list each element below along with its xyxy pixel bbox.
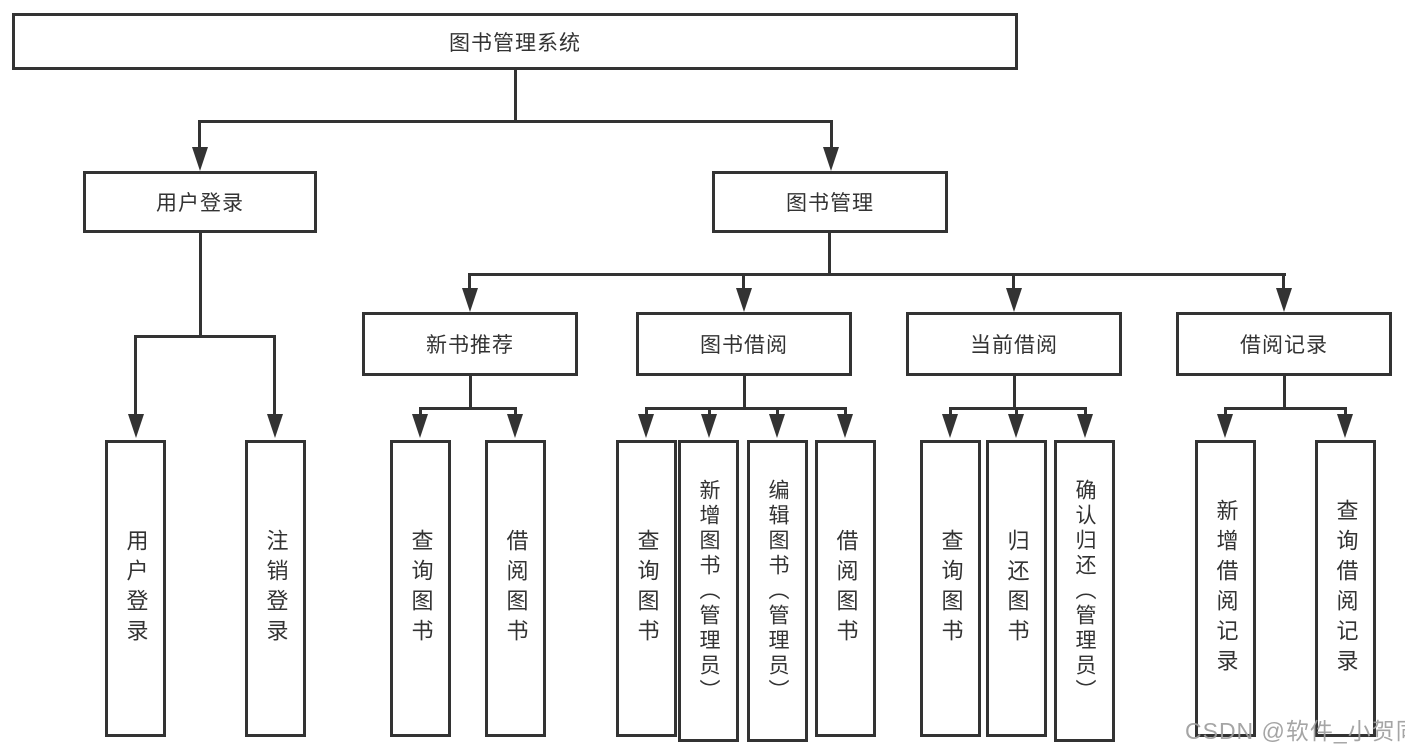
- arrow-down-icon: [1077, 414, 1093, 438]
- node-borrow-books-recommend-label: 借阅图书: [503, 528, 529, 649]
- connector-current-vertical: [1013, 376, 1016, 407]
- node-library-system-label: 图书管理系统: [449, 31, 581, 55]
- node-user-login-action-label: 用户登录: [123, 528, 149, 649]
- node-book-borrow-label: 图书借阅: [700, 334, 788, 357]
- node-new-book-recommend-label: 新书推荐: [426, 334, 514, 357]
- arrow-down-icon: [192, 147, 208, 171]
- node-user-login-action: 用户登录: [105, 440, 166, 737]
- arrow-down-icon: [1217, 414, 1233, 438]
- connector-userlogin-stub-left: [134, 335, 137, 415]
- node-query-borrow-record-label: 查询借阅记录: [1333, 498, 1359, 679]
- node-borrow-records-label: 借阅记录: [1240, 334, 1328, 357]
- connector-borrow-stub-3: [776, 407, 779, 417]
- connector-bookmgmt-horizontal: [469, 273, 1286, 276]
- node-book-management-label: 图书管理: [786, 192, 874, 215]
- node-user-login-label: 用户登录: [156, 192, 244, 215]
- node-new-book-recommend: 新书推荐: [362, 312, 578, 376]
- arrow-down-icon: [507, 414, 523, 438]
- connector-recommend-horizontal: [419, 407, 517, 410]
- node-query-books-borrow-label: 查询图书: [634, 528, 660, 649]
- arrow-down-icon: [412, 414, 428, 438]
- node-add-book-admin-label: 新增图书（管理员）: [697, 478, 720, 704]
- node-borrow-books-borrow-label: 借阅图书: [833, 528, 859, 649]
- node-edit-book-admin: 编辑图书（管理员）: [747, 440, 808, 742]
- connector-records-stub-2: [1344, 407, 1347, 417]
- connector-records-stub-1: [1224, 407, 1227, 417]
- watermark-text: CSDN @软件_小贺同学: [1185, 718, 1405, 744]
- connector-root-stub-right: [830, 120, 833, 148]
- node-current-borrow: 当前借阅: [906, 312, 1122, 376]
- node-query-books-current: 查询图书: [920, 440, 981, 737]
- node-add-borrow-record: 新增借阅记录: [1195, 440, 1256, 737]
- node-edit-book-admin-label: 编辑图书（管理员）: [766, 478, 789, 704]
- connector-borrow-stub-4: [844, 407, 847, 417]
- arrow-down-icon: [823, 147, 839, 171]
- connector-records-vertical: [1283, 376, 1286, 407]
- connector-recommend-stub-1: [419, 407, 422, 417]
- arrow-down-icon: [267, 414, 283, 438]
- node-borrow-books-borrow: 借阅图书: [815, 440, 876, 737]
- node-query-books-current-label: 查询图书: [938, 528, 964, 649]
- connector-bookmgmt-stub-3: [1012, 273, 1015, 289]
- connector-current-stub-3: [1084, 407, 1087, 417]
- node-query-borrow-record: 查询借阅记录: [1315, 440, 1376, 737]
- connector-current-stub-2: [1015, 407, 1018, 417]
- arrow-down-icon: [462, 288, 478, 312]
- connector-userlogin-horizontal: [134, 335, 276, 338]
- connector-current-stub-1: [949, 407, 952, 417]
- connector-borrow-vertical: [743, 376, 746, 407]
- arrow-down-icon: [1337, 414, 1353, 438]
- node-return-books: 归还图书: [986, 440, 1047, 737]
- arrow-down-icon: [128, 414, 144, 438]
- arrow-down-icon: [1276, 288, 1292, 312]
- arrow-down-icon: [701, 414, 717, 438]
- arrow-down-icon: [736, 288, 752, 312]
- connector-current-horizontal: [949, 407, 1087, 410]
- node-query-books-recommend-label: 查询图书: [408, 528, 434, 649]
- connector-bookmgmt-stub-1: [468, 273, 471, 289]
- connector-root-stub-left: [198, 120, 201, 148]
- node-logout-action-label: 注销登录: [263, 528, 289, 649]
- connector-borrow-horizontal: [645, 407, 847, 410]
- node-borrow-records: 借阅记录: [1176, 312, 1392, 376]
- arrow-down-icon: [769, 414, 785, 438]
- node-current-borrow-label: 当前借阅: [970, 334, 1058, 357]
- arrow-down-icon: [638, 414, 654, 438]
- connector-records-horizontal: [1224, 407, 1347, 410]
- connector-bookmgmt-stub-2: [742, 273, 745, 289]
- node-library-system: 图书管理系统: [12, 13, 1018, 70]
- node-query-books-recommend: 查询图书: [390, 440, 451, 737]
- connector-userlogin-vertical: [199, 233, 202, 335]
- connector-root-horizontal: [199, 120, 833, 123]
- node-query-books-borrow: 查询图书: [616, 440, 677, 737]
- node-add-borrow-record-label: 新增借阅记录: [1213, 498, 1239, 679]
- node-confirm-return-admin-label: 确认归还（管理员）: [1073, 478, 1096, 704]
- node-user-login: 用户登录: [83, 171, 317, 233]
- connector-bookmgmt-vertical: [828, 233, 831, 273]
- connector-borrow-stub-2: [708, 407, 711, 417]
- arrow-down-icon: [1008, 414, 1024, 438]
- connector-recommend-vertical: [469, 376, 472, 407]
- node-borrow-books-recommend: 借阅图书: [485, 440, 546, 737]
- node-add-book-admin: 新增图书（管理员）: [678, 440, 739, 742]
- node-confirm-return-admin: 确认归还（管理员）: [1054, 440, 1115, 742]
- arrow-down-icon: [1006, 288, 1022, 312]
- connector-userlogin-stub-right: [273, 335, 276, 415]
- connector-bookmgmt-stub-4: [1282, 273, 1285, 289]
- arrow-down-icon: [942, 414, 958, 438]
- node-book-management: 图书管理: [712, 171, 948, 233]
- connector-borrow-stub-1: [645, 407, 648, 417]
- connector-root-vertical: [514, 70, 517, 120]
- node-logout-action: 注销登录: [245, 440, 306, 737]
- connector-recommend-stub-2: [514, 407, 517, 417]
- arrow-down-icon: [837, 414, 853, 438]
- node-return-books-label: 归还图书: [1004, 528, 1030, 649]
- node-book-borrow: 图书借阅: [636, 312, 852, 376]
